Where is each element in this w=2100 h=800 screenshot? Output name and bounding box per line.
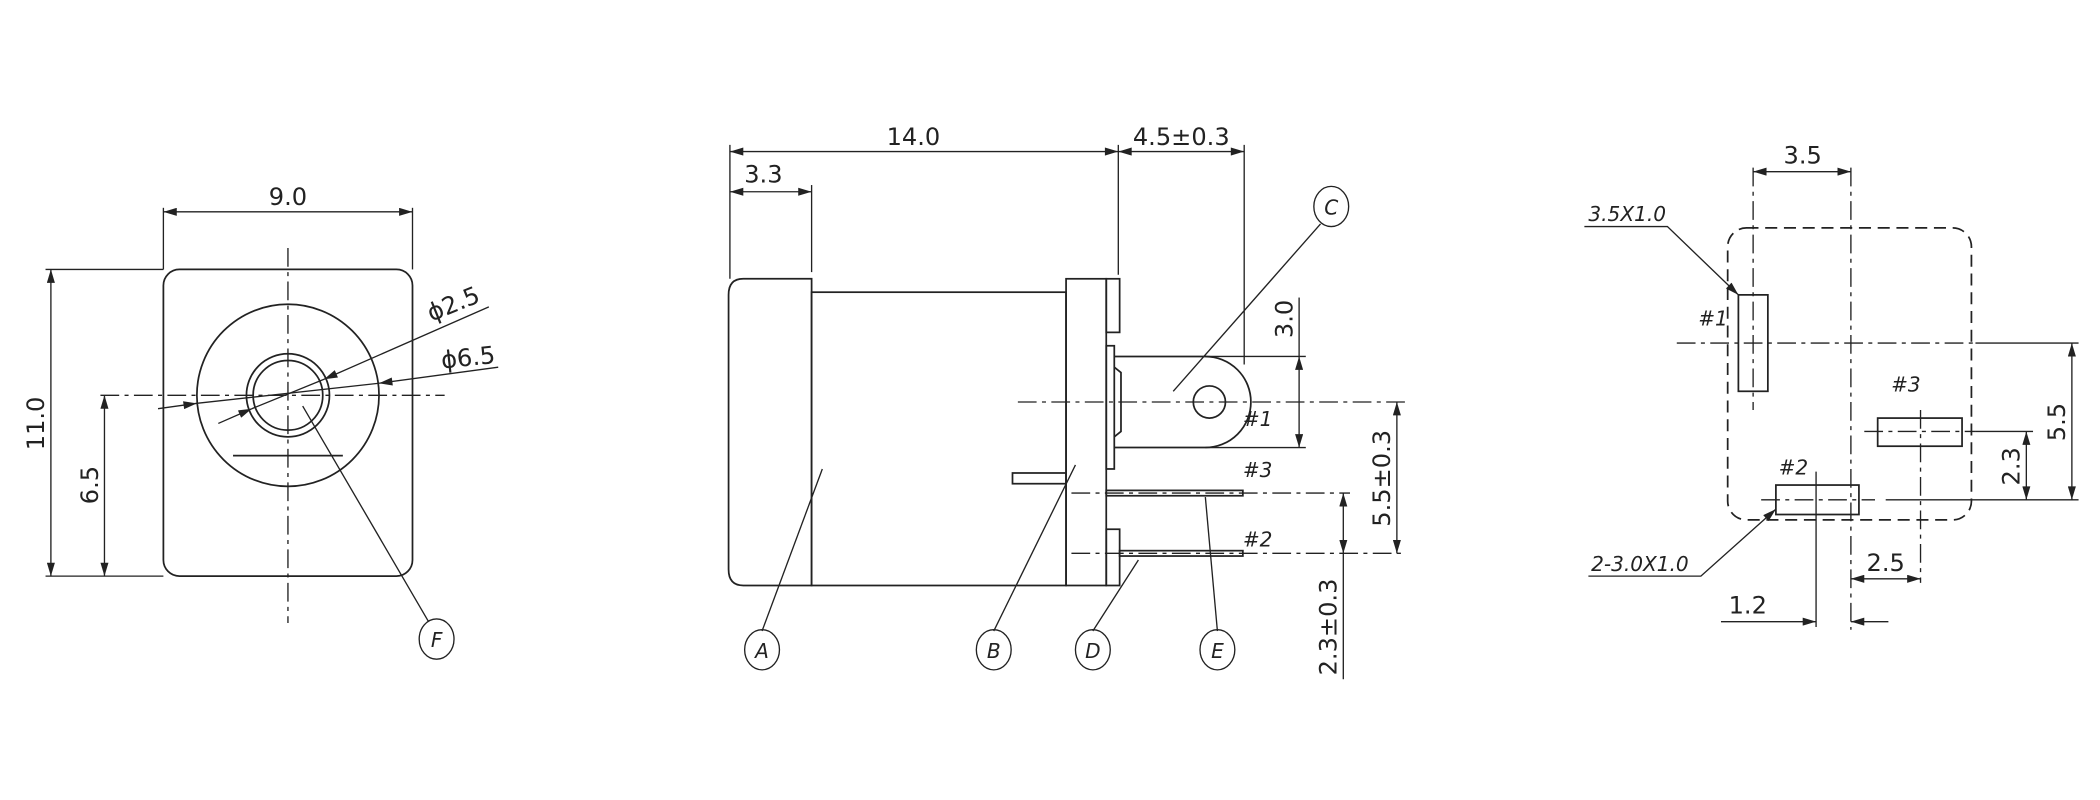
dim-cap-label: 3.3 [744,160,782,188]
body [810,291,1067,587]
dim-pin3-spacing-label: 2.3±0.3 [1315,579,1343,676]
svg-text:E: E [1211,639,1224,663]
pad1-label: #1 [1698,307,1728,331]
dim-spacing-3-label: 2.3 [1998,447,2026,485]
dim-spacing-label: 5.5 [2043,403,2071,441]
cap-a [727,277,813,587]
balloon-f-label: F [431,628,443,652]
dim-length-label: 14.0 [887,123,941,151]
pin1-label: #1 [1243,407,1273,431]
dim-pin-offset-label: 3.5 [1784,142,1822,170]
dim-width-label: 9.0 [269,183,307,211]
svg-text:B: B [987,639,1001,663]
svg-text:A: A [753,639,769,663]
dim-pin2-offset-label: 1.2 [1729,592,1767,620]
pad2-label: #2 [1779,455,1809,479]
footprint-view: 3.5 5.5 2.3 2.5 1.2 3.5X1.0 2-3.0X1.0 #1… [1584,142,2079,630]
pin2-label: #2 [1243,528,1273,552]
footprint-outline [1726,227,1973,521]
svg-text:D: D [1085,639,1100,663]
terminal-c [1114,355,1252,449]
dim-pin3-offset-label: 2.5 [1867,549,1905,577]
svg-text:C: C [1324,196,1338,220]
pad3-label: #3 [1891,372,1921,396]
balloon-e: E [1199,629,1236,671]
dim-pin-spacing-label: 5.5±0.3 [1368,430,1396,527]
dim-outer-diameter-label: ϕ6.5 [440,341,497,375]
dim-reach-label: 4.5±0.3 [1133,123,1230,151]
balloon-c: C [1313,185,1350,228]
front-view: 9.0 11.0 6.5 ϕ2.5 ϕ6.5 F [22,183,499,660]
pad23-size-label: 2-3.0X1.0 [1591,552,1689,576]
side-view: 14.0 3.3 4.5±0.3 3.0 5.5±0.3 2.3±0.3 #1 … [727,123,1407,680]
balloon-a: A [743,629,781,671]
dim-center-height-label: 6.5 [76,466,104,504]
flange-b [1065,277,1108,587]
pin3-label: #3 [1243,458,1273,482]
dim-inner-diameter-label: ϕ2.5 [423,281,484,327]
balloon-d: D [1074,629,1111,671]
dim-height-label: 11.0 [22,397,50,451]
balloon-f [418,618,455,660]
balloon-b: B [975,629,1012,671]
dim-terminal-width-label: 3.0 [1270,300,1298,338]
pad1-size-label: 3.5X1.0 [1588,202,1666,226]
